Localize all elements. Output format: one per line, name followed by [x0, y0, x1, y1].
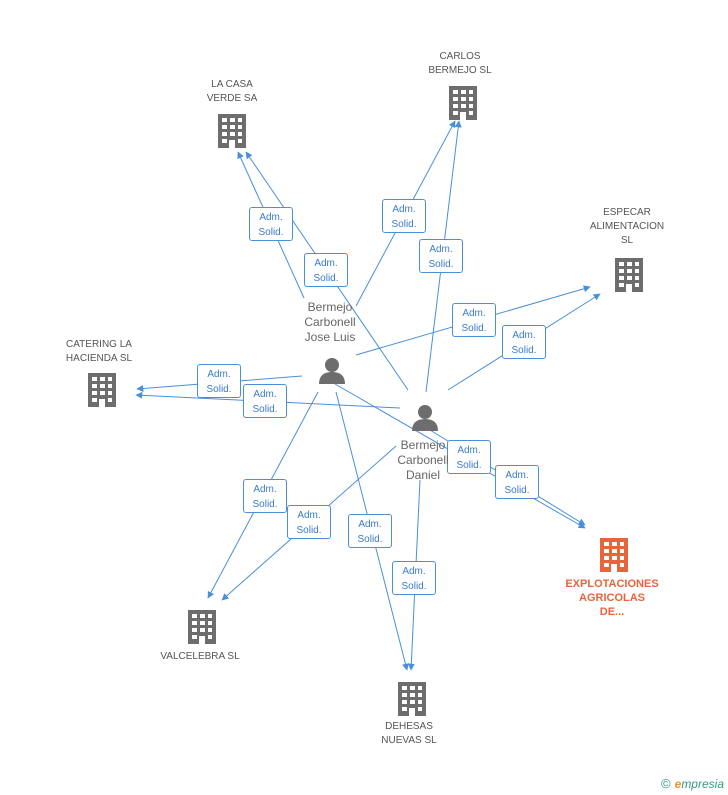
edge-label-line: Adm.: [392, 204, 416, 215]
building-icon-dehesas[interactable]: [398, 682, 426, 716]
edge-label-jose_luis-to-dehesas[interactable]: Adm. Solid.: [348, 514, 392, 548]
edge-label-daniel-to-valcelebra[interactable]: Adm. Solid.: [287, 505, 331, 539]
edge-label-line: Solid.: [504, 485, 530, 496]
node-label-line: HACIENDA SL: [65, 353, 133, 364]
edge-label-daniel-to-la_casa[interactable]: Adm. Solid.: [304, 253, 348, 287]
edge-label-line: Adm.: [314, 258, 338, 269]
building-icon-valcelebra[interactable]: [188, 610, 216, 644]
node-label-line: ESPECAR: [603, 207, 651, 218]
building-icon-la_casa[interactable]: [218, 114, 246, 148]
brand-logo-e: e: [674, 777, 682, 791]
edge-label-line: Adm.: [429, 244, 453, 255]
edge-label-line: Adm.: [505, 470, 529, 481]
node-label-line: LA CASA: [211, 79, 253, 90]
node-label-line: Daniel: [405, 468, 441, 482]
edge-label-line: Solid.: [401, 581, 427, 592]
edge-label-line: Adm.: [253, 484, 277, 495]
node-label-line: AGRICOLAS: [579, 592, 645, 604]
edge-label-daniel-to-explotaciones[interactable]: Adm. Solid.: [495, 465, 539, 499]
edge-label-daniel-to-especar[interactable]: Adm. Solid.: [502, 325, 546, 359]
node-label-line: DE...: [599, 606, 625, 618]
node-label-line: EXPLOTACIONES: [565, 578, 659, 590]
edge-label-line: Adm.: [402, 566, 426, 577]
node-label-line: VERDE SA: [206, 93, 258, 104]
edge-label-line: Solid.: [391, 219, 417, 230]
node-label-explotaciones[interactable]: EXPLOTACIONES AGRICOLAS DE...: [552, 577, 672, 619]
node-label-line: CATERING LA: [66, 339, 132, 350]
edge-label-line: Solid.: [357, 534, 383, 545]
node-label-line: BERMEJO SL: [428, 65, 492, 76]
node-label-line: Jose Luis: [304, 330, 356, 344]
edge-label-line: Solid.: [296, 525, 322, 536]
building-icon-especar[interactable]: [615, 258, 643, 292]
edge-label-daniel-to-dehesas[interactable]: Adm. Solid.: [392, 561, 436, 595]
edge-label-line: Solid.: [206, 384, 232, 395]
edge-label-line: Solid.: [313, 273, 339, 284]
building-icon-explotaciones[interactable]: [600, 538, 628, 572]
node-label-line: SL: [620, 235, 634, 246]
node-label-line: ALIMENTACION: [589, 221, 665, 232]
edge-label-daniel-to-catering[interactable]: Adm. Solid.: [243, 384, 287, 418]
edge-label-line: Adm.: [457, 445, 481, 456]
edge-label-line: Solid.: [456, 460, 482, 471]
node-label-line: CARLOS: [439, 51, 481, 62]
edge-label-jose_luis-to-valcelebra[interactable]: Adm. Solid.: [243, 479, 287, 513]
edge-label-jose_luis-to-especar[interactable]: Adm. Solid.: [452, 303, 496, 337]
edge-label-line: Adm.: [207, 369, 231, 380]
brand-logo-text: mpresia: [681, 777, 724, 791]
edge-label-jose_luis-to-la_casa[interactable]: Adm. Solid.: [249, 207, 293, 241]
edge-label-line: Solid.: [258, 227, 284, 238]
edge-label-line: Solid.: [461, 323, 487, 334]
edge-label-line: Adm.: [253, 389, 277, 400]
edge-label-line: Solid.: [511, 345, 537, 356]
node-label-line: VALCELEBRA SL: [160, 651, 240, 662]
edge-label-daniel-to-carlos[interactable]: Adm. Solid.: [419, 239, 463, 273]
node-label-line: NUEVAS SL: [381, 735, 437, 746]
edge-label-line: Adm.: [297, 510, 321, 521]
node-label-la_casa[interactable]: LA CASA VERDE SA: [187, 78, 277, 106]
edge-label-line: Adm.: [358, 519, 382, 530]
node-label-carlos[interactable]: CARLOS BERMEJO SL: [415, 50, 505, 78]
copyright-icon: ©: [661, 776, 671, 791]
edge-label-line: Solid.: [428, 259, 454, 270]
node-label-line: Carbonell: [304, 315, 356, 329]
edge-label-line: Adm.: [512, 330, 536, 341]
edge-label-jose_luis-to-catering[interactable]: Adm. Solid.: [197, 364, 241, 398]
edge-label-line: Adm.: [259, 212, 283, 223]
building-icon-carlos[interactable]: [449, 86, 477, 120]
edge-label-line: Solid.: [252, 404, 278, 415]
node-label-catering[interactable]: CATERING LA HACIENDA SL: [49, 338, 149, 366]
node-label-line: Bermejo: [400, 438, 446, 452]
person-icon-daniel[interactable]: [412, 405, 438, 431]
edge-label-jose_luis-to-carlos[interactable]: Adm. Solid.: [382, 199, 426, 233]
node-label-line: DEHESAS: [385, 721, 433, 732]
edge-label-line: Adm.: [462, 308, 486, 319]
edge-label-line: Solid.: [252, 499, 278, 510]
node-label-line: Carbonell: [397, 453, 449, 467]
node-label-dehesas[interactable]: DEHESAS NUEVAS SL: [364, 720, 454, 748]
node-label-line: Bermejo: [307, 300, 353, 314]
edge-label-jose_luis-to-explotaciones[interactable]: Adm. Solid.: [447, 440, 491, 474]
node-label-valcelebra[interactable]: VALCELEBRA SL: [145, 650, 255, 664]
node-label-especar[interactable]: ESPECAR ALIMENTACION SL: [577, 206, 677, 248]
brand-footer: ©empresia: [661, 776, 724, 791]
building-icon-catering[interactable]: [88, 373, 116, 407]
person-icon-jose_luis[interactable]: [319, 358, 345, 384]
